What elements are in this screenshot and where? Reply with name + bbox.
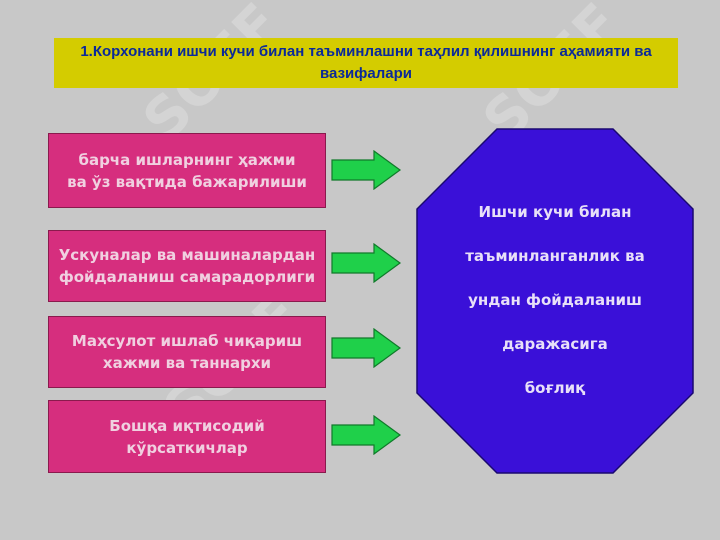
title-banner: 1.Корхонани ишчи кучи билан таъминлашни … [54, 38, 678, 88]
octagon-line: Ишчи кучи билан [478, 203, 632, 221]
factor-box-3: Маҳсулот ишлаб чиқариш хажми ва таннархи [48, 316, 326, 388]
octagon-line: боғлиқ [524, 379, 586, 397]
factor-box-1: барча ишларнинг ҳажми ва ўз вақтида бажа… [48, 133, 326, 208]
octagon-text: Ишчи кучи билан таъминланганлик ва ундан… [416, 190, 694, 410]
right-arrow-icon [331, 328, 402, 368]
right-arrow-icon [331, 150, 402, 190]
octagon-line: ундан фойдаланиш [468, 291, 642, 309]
right-arrow-icon [331, 415, 402, 455]
octagon-line: таъминланганлик ва [465, 247, 645, 265]
factor-box-4: Бошқа иқтисодий кўрсаткичлар [48, 400, 326, 473]
result-octagon [416, 128, 694, 474]
factor-box-2: Ускуналар ва машиналардан фойдаланиш сам… [48, 230, 326, 302]
octagon-line: даражасига [502, 335, 608, 353]
slide-title: 1.Корхонани ишчи кучи билан таъминлашни … [80, 43, 652, 82]
right-arrow-icon [331, 243, 402, 283]
